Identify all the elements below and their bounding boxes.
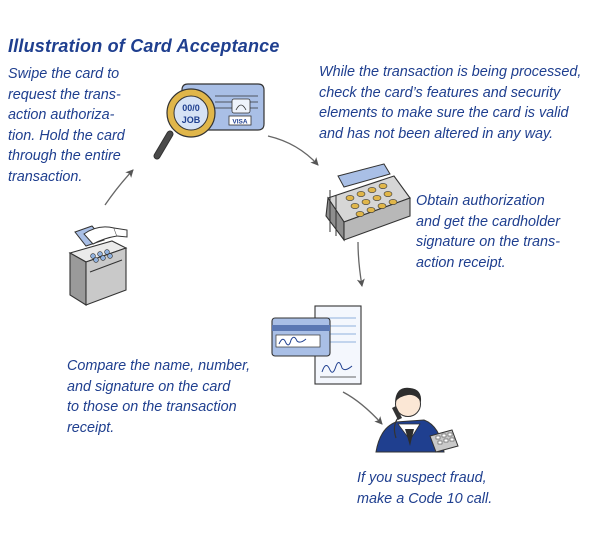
- arrow-card-to-processing: [267, 135, 319, 166]
- step-swipe-card-text: Swipe the card to request the trans- act…: [8, 66, 125, 185]
- person-on-phone-icon: [375, 387, 459, 453]
- arrow-pos-to-receipt: [356, 241, 365, 287]
- diagram-title: Illustration of Card Acceptance: [8, 36, 280, 56]
- arrow-receipt-to-phone: [342, 391, 383, 425]
- arrow-terminal-to-card: [104, 169, 134, 206]
- credit-card-magnifier-icon: VISA 00/0 JOB: [153, 83, 265, 160]
- card-swipe-terminal-icon: [68, 225, 128, 306]
- step-check-features-text: While the transaction is being processed…: [319, 64, 582, 142]
- step-code-10-call-text: If you suspect fraud, make a Code 10 cal…: [357, 470, 493, 507]
- step-compare-signature-text: Compare the name, number, and signature …: [67, 358, 251, 436]
- card-signature-icon: [278, 336, 307, 346]
- step-obtain-authorization-text: Obtain authorization and get the cardhol…: [416, 193, 561, 271]
- card-expiry-mark: 00/0: [182, 103, 200, 113]
- pos-terminal-icon: [325, 163, 411, 242]
- card-brand-label: VISA: [232, 119, 247, 126]
- card-name-mark: JOB: [182, 115, 201, 125]
- receipt-signature-icon: [321, 362, 353, 373]
- card-and-receipt-icon: [271, 305, 362, 385]
